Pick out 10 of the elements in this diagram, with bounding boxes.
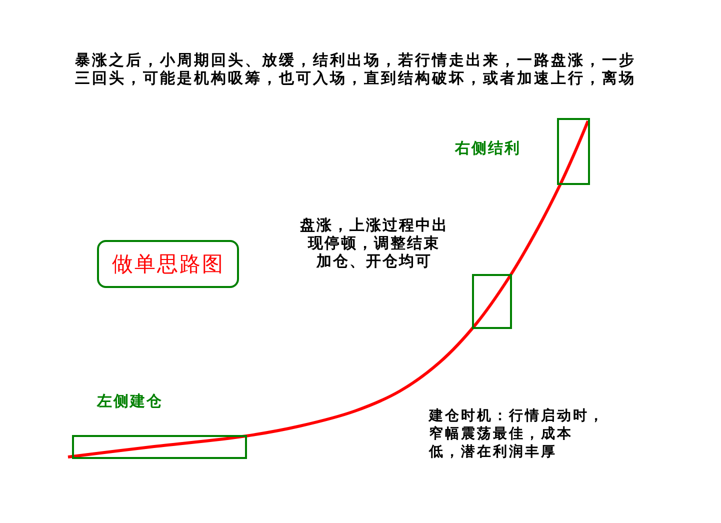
highlight-frame xyxy=(557,118,590,185)
note-text: 建仓时机：行情启动时，窄幅震荡最佳，成本低，潜在利润丰厚 xyxy=(429,407,605,461)
note-text: 暴涨之后，小周期回头、放缓，结利出场，若行情走出来，一路盘涨，一步三回头，可能是机构吸筹，也可入场，直到结构破坏，或者加速上行，离场 xyxy=(75,51,636,87)
title-frame xyxy=(97,240,239,288)
highlight-frame xyxy=(472,274,512,329)
section-label: 左侧建仓 xyxy=(97,392,163,410)
note-text: 盘涨，上涨过程中出现停顿，调整结束加仓、开仓均可 xyxy=(298,216,450,270)
highlight-frame xyxy=(72,435,247,459)
node-label: 做单思路图 xyxy=(112,251,224,278)
section-label: 右侧结利 xyxy=(455,139,521,157)
